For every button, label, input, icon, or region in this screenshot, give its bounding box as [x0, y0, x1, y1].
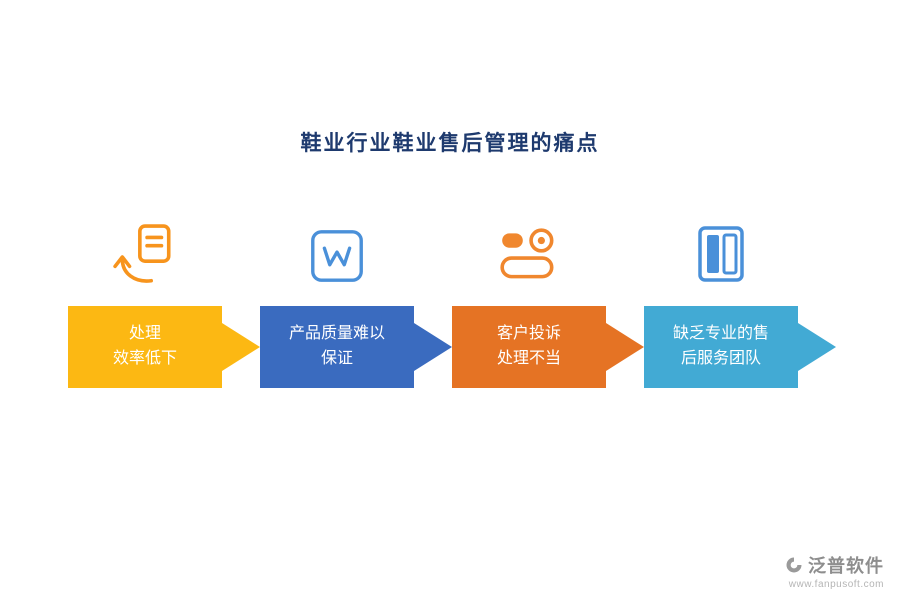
flow-box: 产品质量难以 保证 [260, 306, 414, 388]
flow-box: 处理 效率低下 [68, 306, 222, 388]
brand-watermark: 泛普软件 www.fanpusoft.com [785, 552, 884, 590]
flow-box-text-line: 后服务团队 [680, 350, 761, 367]
brand-name: 泛普软件 [808, 556, 884, 576]
flow-arrow-icon [606, 323, 644, 371]
document-upload-icon [112, 216, 178, 296]
flow-arrow-icon [798, 323, 836, 371]
brand-url: www.fanpusoft.com [788, 579, 884, 590]
flow-box-text-line: 处理不当 [496, 350, 561, 367]
flow-box-text-line: 效率低下 [112, 350, 177, 367]
flow-step-customer-complaints: 客户投诉 处理不当 [452, 216, 606, 388]
flow-step-processing-efficiency: 处理 效率低下 [68, 216, 222, 388]
flow-arrow-icon [222, 323, 260, 371]
flow-box: 客户投诉 处理不当 [452, 306, 606, 388]
flow-step-service-team: 缺乏专业的售 后服务团队 [644, 216, 798, 388]
flow-box-text-line: 保证 [320, 350, 353, 367]
flow-arrow-icon [414, 323, 452, 371]
flow-box-text-line: 处理 [128, 325, 161, 343]
flow-box-text-line: 产品质量难以 [288, 325, 385, 343]
fanpu-logo-icon [785, 556, 803, 574]
page-title: 鞋业行业鞋业售后管理的痛点 [300, 131, 600, 155]
flow-box-text-line: 客户投诉 [496, 325, 561, 343]
records-icon [496, 216, 562, 296]
flow-box: 缺乏专业的售 后服务团队 [644, 306, 798, 388]
flow-diagram: 处理 效率低下 产品质量难以 保证 客户投诉 [68, 216, 836, 388]
flow-step-product-quality: 产品质量难以 保证 [260, 216, 414, 388]
flow-box-text-line: 缺乏专业的售 [672, 325, 769, 343]
w-square-icon [306, 216, 368, 296]
cabinet-icon [689, 216, 753, 296]
